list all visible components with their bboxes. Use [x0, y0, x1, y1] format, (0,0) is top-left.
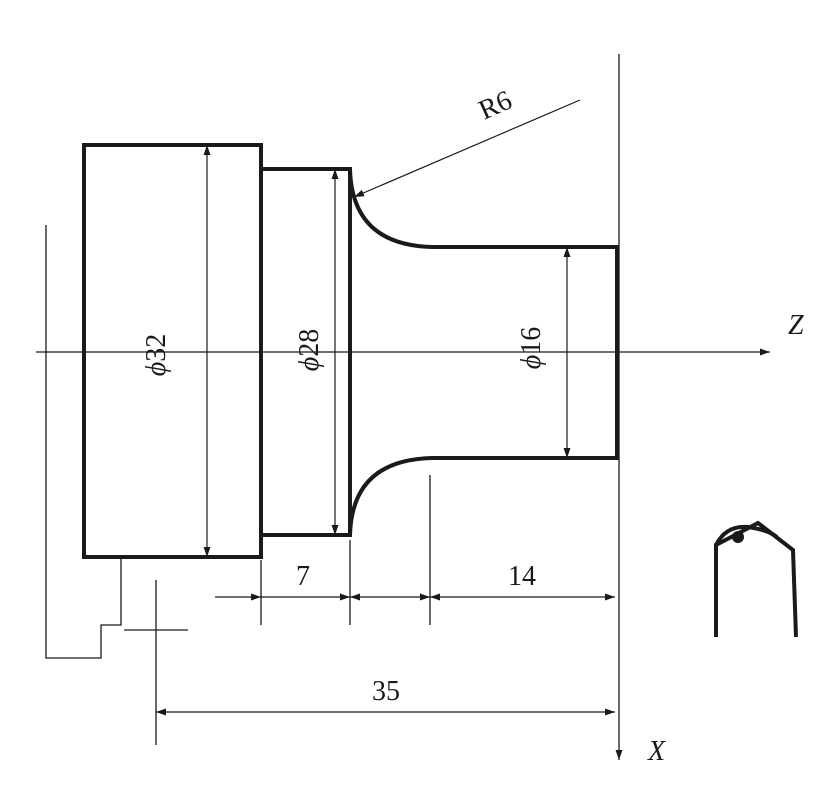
z-axis-label: Z — [788, 310, 804, 341]
radius-leader — [353, 99, 581, 198]
section-d28 — [261, 167, 352, 537]
dim-label-d16: ϕ16 — [516, 327, 547, 370]
dim-label-d28: ϕ28 — [294, 329, 325, 372]
dim-label-35: 35 — [372, 676, 400, 707]
section-d16-with-fillet — [348, 168, 619, 536]
dim-label-d32: ϕ32 — [141, 334, 172, 377]
cutting-tool-icon — [714, 520, 798, 638]
dim-label-14: 14 — [508, 561, 536, 592]
x-axis-label: X — [647, 736, 666, 767]
section-d32 — [82, 143, 263, 559]
chuck-outline — [45, 225, 122, 659]
dim-label-7: 7 — [296, 561, 310, 592]
radius-label: R6 — [474, 85, 516, 127]
